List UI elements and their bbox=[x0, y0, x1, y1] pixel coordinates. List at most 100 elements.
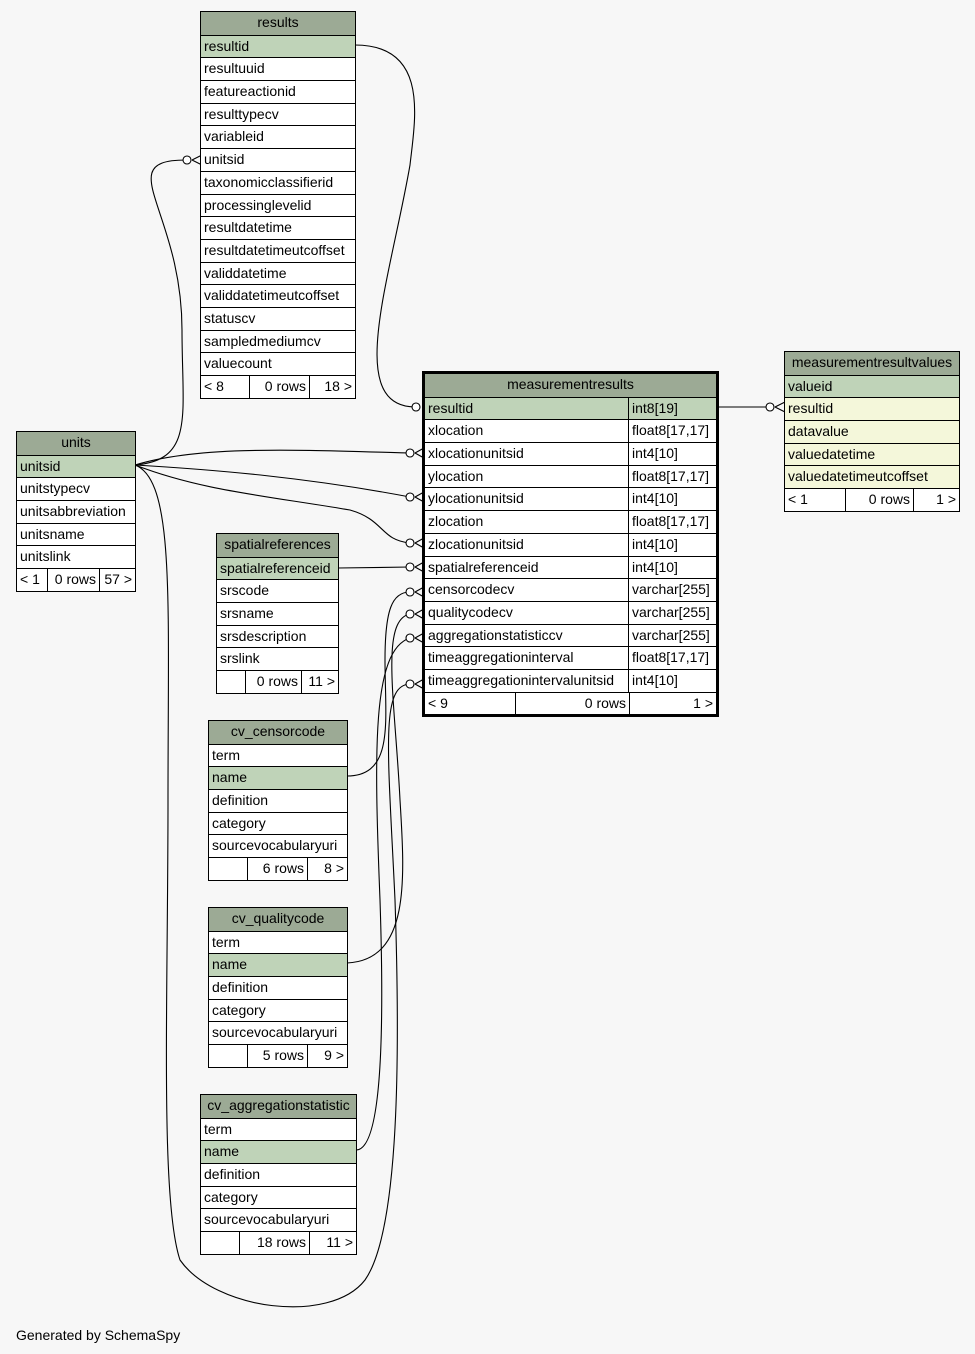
table-header[interactable]: cv_censorcode bbox=[209, 721, 347, 744]
children-count[interactable]: 11 > bbox=[309, 1232, 356, 1254]
column-row-definition[interactable]: definition bbox=[209, 976, 347, 999]
column-row-unitslink[interactable]: unitslink bbox=[17, 545, 135, 568]
column-row-sourcevocabularyuri[interactable]: sourcevocabularyuri bbox=[209, 1021, 347, 1044]
column-row-sourcevocabularyuri[interactable]: sourcevocabularyuri bbox=[201, 1208, 356, 1231]
parents-count[interactable] bbox=[201, 1232, 239, 1254]
column-row-srsname[interactable]: srsname bbox=[217, 602, 338, 625]
column-row-term[interactable]: term bbox=[209, 743, 347, 767]
column-row-term[interactable]: term bbox=[209, 930, 347, 954]
children-count[interactable]: 11 > bbox=[301, 671, 338, 693]
parents-count[interactable]: < 1 bbox=[20, 571, 40, 588]
children-count[interactable]: 18 > bbox=[309, 376, 355, 398]
column-row-srscode[interactable]: srscode bbox=[217, 579, 338, 602]
children-count[interactable]: 8 > bbox=[307, 858, 347, 880]
column-row-resultdatetimeutcoffset[interactable]: resultdatetimeutcoffset bbox=[201, 238, 355, 262]
table-header[interactable]: cv_qualitycode bbox=[209, 908, 347, 931]
column-name: resultdatetimeutcoffset bbox=[204, 241, 345, 258]
column-row-name[interactable]: name bbox=[201, 1140, 356, 1164]
parents-count[interactable] bbox=[209, 858, 247, 880]
table-header[interactable]: units bbox=[17, 432, 135, 455]
edge-units-ylocationunitsid bbox=[134, 464, 411, 498]
column-row-validdatetime[interactable]: validdatetime bbox=[201, 261, 355, 285]
column-row-valueid[interactable]: valueid bbox=[785, 374, 959, 398]
column-row-unitsname[interactable]: unitsname bbox=[17, 522, 135, 546]
column-row-resulttypecv[interactable]: resulttypecv bbox=[201, 102, 355, 126]
column-row-unitstypecv[interactable]: unitstypecv bbox=[17, 477, 135, 500]
column-row-category[interactable]: category bbox=[209, 998, 347, 1022]
column-row-unitsabbreviation[interactable]: unitsabbreviation bbox=[17, 500, 135, 523]
column-row-valuedatetime[interactable]: valuedatetime bbox=[785, 442, 959, 466]
column-name: valueid bbox=[788, 377, 833, 394]
column-row-resultuuid[interactable]: resultuuid bbox=[201, 57, 355, 80]
column-row-category[interactable]: category bbox=[209, 811, 347, 835]
children-count[interactable]: 57 > bbox=[99, 569, 135, 591]
column-row-sourcevocabularyuri[interactable]: sourcevocabularyuri bbox=[209, 834, 347, 857]
column-name: resultid bbox=[428, 399, 474, 416]
column-row-featureactionid[interactable]: featureactionid bbox=[201, 80, 355, 103]
edge-units-timeaggregationintervalunitsid bbox=[134, 464, 411, 1308]
table-header[interactable]: results bbox=[201, 12, 355, 35]
column-row-name[interactable]: name bbox=[209, 766, 347, 790]
row-count: 5 rows bbox=[247, 1045, 307, 1067]
column-row-datavalue[interactable]: datavalue bbox=[785, 420, 959, 443]
column-row-processinglevelid[interactable]: processinglevelid bbox=[201, 193, 355, 217]
column-row-valuecount[interactable]: valuecount bbox=[201, 352, 355, 375]
column-row-unitsid[interactable]: unitsid bbox=[17, 454, 135, 478]
column-name: timeaggregationinterval bbox=[428, 649, 574, 666]
column-row-taxonomicclassifierid[interactable]: taxonomicclassifierid bbox=[201, 170, 355, 194]
parents-count[interactable]: < 8 bbox=[204, 378, 224, 394]
table-header[interactable]: cv_aggregationstatistic bbox=[201, 1095, 356, 1118]
parents-count[interactable] bbox=[209, 1045, 247, 1067]
column-row-srslink[interactable]: srslink bbox=[217, 647, 338, 670]
parents-count[interactable]: < 1 bbox=[788, 491, 808, 508]
table-header[interactable]: measurementresults bbox=[425, 374, 716, 397]
table-header[interactable]: measurementresultvalues bbox=[785, 352, 959, 375]
column-name: censorcodecv bbox=[428, 581, 515, 598]
column-row-definition[interactable]: definition bbox=[201, 1163, 356, 1186]
column-row-resultdatetime[interactable]: resultdatetime bbox=[201, 216, 355, 239]
column-row-valuedatetimeutcoffset[interactable]: valuedatetimeutcoffset bbox=[785, 465, 959, 489]
column-row-variableid[interactable]: variableid bbox=[201, 125, 355, 148]
parents-count[interactable]: < 9 bbox=[428, 694, 448, 711]
column-row-sampledmediumcv[interactable]: sampledmediumcv bbox=[201, 329, 355, 353]
children-count[interactable]: 9 > bbox=[307, 1045, 347, 1067]
column-row-statuscv[interactable]: statuscv bbox=[201, 306, 355, 330]
column-row-resultid[interactable]: resultid bbox=[201, 34, 355, 58]
column-row-resultid[interactable]: resultid bbox=[785, 397, 959, 421]
column-row-spatialreferenceid[interactable]: spatialreferenceid bbox=[217, 556, 338, 580]
column-name: ylocationunitsid bbox=[428, 490, 524, 507]
children-count[interactable]: 1 > bbox=[913, 489, 959, 511]
children-count[interactable]: 1 > bbox=[629, 692, 716, 715]
column-row-category[interactable]: category bbox=[201, 1185, 356, 1209]
column-row-name[interactable]: name bbox=[209, 953, 347, 977]
column-row-term[interactable]: term bbox=[201, 1117, 356, 1141]
column-row-srsdescription[interactable]: srsdescription bbox=[217, 624, 338, 648]
parents-count[interactable] bbox=[217, 671, 245, 693]
column-row-definition[interactable]: definition bbox=[209, 789, 347, 812]
table-header[interactable]: spatialreferences bbox=[217, 534, 338, 557]
column-row-validdatetimeutcoffset[interactable]: validdatetimeutcoffset bbox=[201, 284, 355, 307]
column-row-unitsid[interactable]: unitsid bbox=[201, 148, 355, 171]
